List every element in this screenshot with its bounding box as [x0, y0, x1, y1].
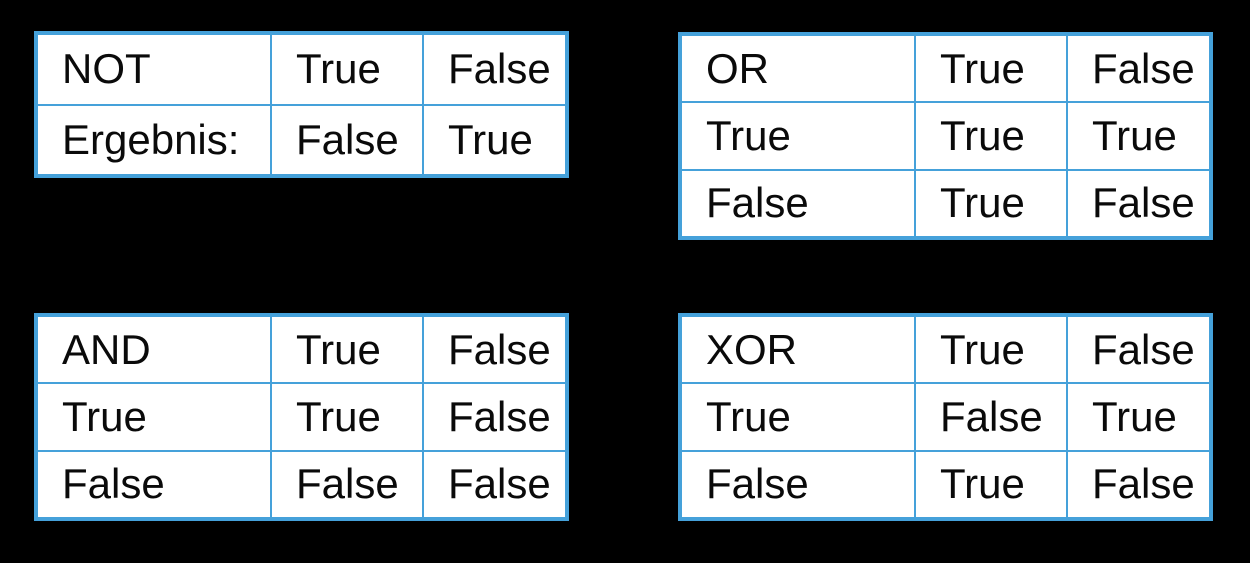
and-operator-label: AND — [38, 317, 270, 383]
and-header-true: True — [272, 317, 422, 383]
xor-cell-ft: True — [916, 451, 1066, 517]
not-header-false: False — [424, 35, 565, 104]
and-cell-tf: False — [424, 384, 565, 450]
and-row-false-label: False — [38, 451, 270, 517]
not-operator-label: NOT — [38, 35, 270, 104]
xor-cell-ff: False — [1068, 451, 1209, 517]
xor-operator-label: XOR — [682, 317, 914, 383]
or-row-false-label: False — [682, 170, 914, 236]
not-truth-table: NOT True False Ergebnis: False True — [34, 31, 569, 178]
or-header-false: False — [1068, 36, 1209, 102]
xor-cell-tt: False — [916, 384, 1066, 450]
not-result-label: Ergebnis: — [38, 105, 270, 174]
and-truth-table: AND True False True True False False Fal… — [34, 313, 569, 521]
or-cell-ff: False — [1068, 170, 1209, 236]
not-result-of-false: True — [424, 105, 565, 174]
and-cell-tt: True — [272, 384, 422, 450]
and-row-true-label: True — [38, 384, 270, 450]
or-cell-tf: True — [1068, 103, 1209, 169]
or-row-true-label: True — [682, 103, 914, 169]
xor-row-false-label: False — [682, 451, 914, 517]
or-cell-tt: True — [916, 103, 1066, 169]
or-truth-table: OR True False True True True False True … — [678, 32, 1213, 240]
not-result-of-true: False — [272, 105, 422, 174]
not-header-true: True — [272, 35, 422, 104]
xor-cell-tf: True — [1068, 384, 1209, 450]
or-header-true: True — [916, 36, 1066, 102]
xor-truth-table: XOR True False True False True False Tru… — [678, 313, 1213, 521]
and-cell-ft: False — [272, 451, 422, 517]
xor-header-true: True — [916, 317, 1066, 383]
or-cell-ft: True — [916, 170, 1066, 236]
xor-header-false: False — [1068, 317, 1209, 383]
or-operator-label: OR — [682, 36, 914, 102]
xor-row-true-label: True — [682, 384, 914, 450]
and-cell-ff: False — [424, 451, 565, 517]
and-header-false: False — [424, 317, 565, 383]
